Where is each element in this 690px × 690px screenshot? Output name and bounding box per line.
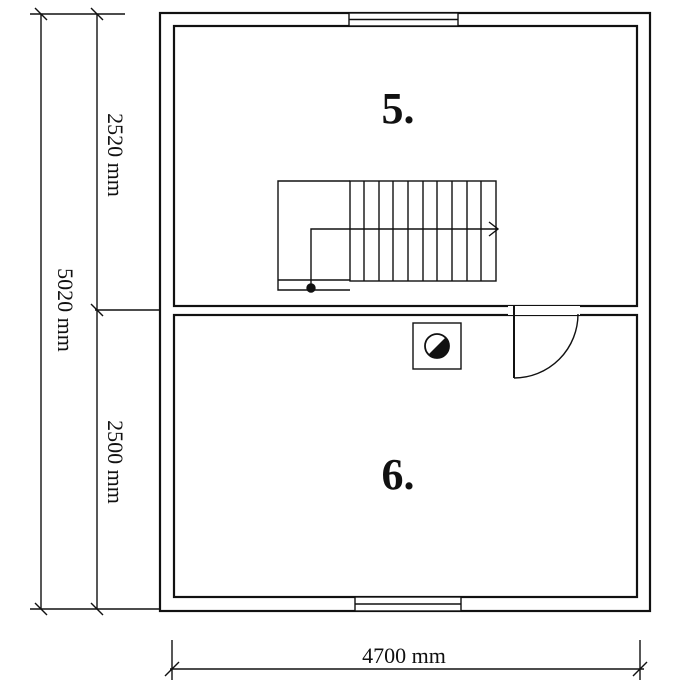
room-5-label: 5.: [382, 84, 415, 133]
chimney-icon: [412, 322, 462, 370]
room-6-label: 6.: [382, 450, 415, 499]
dimension-lines-left: [30, 7, 160, 616]
upper-room-height-label: 2520 mm: [103, 113, 128, 197]
dimension-line-bottom: [164, 640, 648, 680]
staircase: [277, 180, 500, 293]
window-bottom: [354, 596, 462, 612]
total-height-label: 5020 mm: [53, 268, 78, 352]
room-5-walls: [172, 24, 639, 308]
lower-room-height-label: 2500 mm: [103, 420, 128, 504]
door-swing: [508, 306, 580, 379]
window-top: [348, 12, 459, 27]
width-label: 4700 mm: [362, 643, 446, 668]
